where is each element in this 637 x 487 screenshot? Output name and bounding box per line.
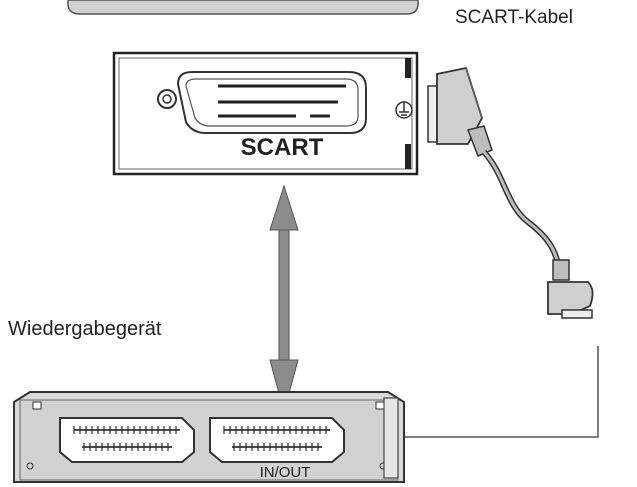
connection-line	[350, 346, 599, 438]
device-scart-socket-left	[59, 417, 195, 463]
playback-device-label: Wiedergabegerät	[8, 318, 162, 340]
tv-scart-label: SCART	[241, 134, 324, 161]
tv-housing-strip	[67, 0, 419, 15]
signal-double-arrow	[269, 184, 299, 414]
playback-device: IN/OUT	[13, 391, 405, 483]
scart-cable	[427, 66, 594, 319]
ground-symbol-icon	[395, 101, 413, 119]
lower-scart-plug	[547, 259, 594, 319]
tv-scart-panel: SCART	[112, 51, 419, 176]
device-port-label: IN/OUT	[260, 464, 311, 481]
scart-cable-label: SCART-Kabel	[455, 7, 573, 28]
device-scart-socket-in-out	[209, 417, 345, 463]
screw-icon	[157, 89, 177, 109]
upper-scart-plug	[427, 66, 493, 157]
